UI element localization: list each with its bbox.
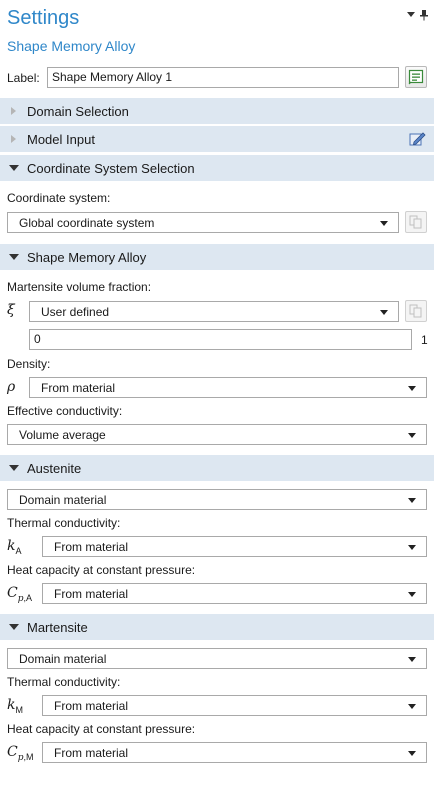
collapse-icon bbox=[0, 465, 27, 471]
martensite-fraction-label: Martensite volume fraction: bbox=[7, 280, 152, 294]
label-input[interactable]: Shape Memory Alloy 1 bbox=[47, 67, 399, 88]
k-m-symbol: kM bbox=[7, 697, 23, 715]
section-domain-selection[interactable]: Domain Selection bbox=[0, 98, 434, 124]
section-shape-memory-alloy[interactable]: Shape Memory Alloy bbox=[0, 244, 434, 270]
chevron-down-icon bbox=[380, 221, 388, 226]
select-value: Domain material bbox=[19, 652, 107, 666]
k-a-symbol: kA bbox=[7, 538, 22, 556]
chevron-down-icon bbox=[408, 545, 416, 550]
effective-conductivity-label: Effective conductivity: bbox=[7, 404, 123, 418]
coordinate-system-label: Coordinate system: bbox=[7, 191, 111, 205]
cp-m-symbol: Cp,M bbox=[7, 744, 34, 763]
select-value: From material bbox=[54, 587, 129, 601]
austenite-thermal-conductivity-label: Thermal conductivity: bbox=[7, 516, 121, 530]
martensite-cp-select[interactable]: From material bbox=[42, 742, 427, 763]
chevron-down-icon bbox=[408, 592, 416, 597]
section-title: Domain Selection bbox=[27, 103, 129, 119]
collapse-icon bbox=[0, 624, 27, 630]
rho-symbol: ρ bbox=[7, 379, 16, 395]
martensite-fraction-select[interactable]: User defined bbox=[29, 301, 399, 322]
label-caption: Label: bbox=[7, 71, 40, 85]
chevron-down-icon bbox=[408, 498, 416, 503]
density-label: Density: bbox=[7, 357, 51, 371]
martensite-k-select[interactable]: From material bbox=[42, 695, 427, 716]
xi-symbol: ξ bbox=[7, 302, 15, 318]
unit-label: 1 bbox=[421, 333, 428, 347]
fraction-pick-icon[interactable] bbox=[405, 300, 427, 322]
label-edit-icon[interactable] bbox=[405, 66, 427, 88]
expand-icon bbox=[0, 135, 27, 143]
select-value: From material bbox=[54, 699, 129, 713]
section-title: Shape Memory Alloy bbox=[27, 249, 147, 265]
section-model-input[interactable]: Model Input bbox=[0, 126, 434, 152]
panel-subtitle: Shape Memory Alloy bbox=[7, 38, 136, 54]
martensite-heat-capacity-label: Heat capacity at constant pressure: bbox=[7, 722, 196, 736]
chevron-down-icon bbox=[408, 704, 416, 709]
chevron-down-icon bbox=[408, 386, 416, 391]
select-value: From material bbox=[41, 381, 116, 395]
section-coordinate-system[interactable]: Coordinate System Selection bbox=[0, 155, 434, 181]
section-title: Martensite bbox=[27, 619, 88, 635]
martensite-domain-select[interactable]: Domain material bbox=[7, 648, 427, 669]
martensite-fraction-input[interactable]: 0 bbox=[29, 329, 412, 350]
chevron-down-icon bbox=[408, 751, 416, 756]
model-input-edit-icon[interactable] bbox=[409, 131, 426, 150]
section-austenite[interactable]: Austenite bbox=[0, 455, 434, 481]
density-select[interactable]: From material bbox=[29, 377, 427, 398]
chevron-down-icon bbox=[408, 657, 416, 662]
panel-title: Settings bbox=[7, 7, 80, 29]
coordinate-system-select[interactable]: Global coordinate system bbox=[7, 212, 399, 233]
select-value: From material bbox=[54, 540, 129, 554]
section-martensite[interactable]: Martensite bbox=[0, 614, 434, 640]
select-value: Global coordinate system bbox=[19, 216, 155, 230]
select-value: User defined bbox=[41, 305, 110, 319]
select-value: From material bbox=[54, 746, 129, 760]
select-value: Domain material bbox=[19, 493, 107, 507]
collapse-icon bbox=[0, 165, 27, 171]
chevron-down-icon bbox=[380, 310, 388, 315]
austenite-cp-select[interactable]: From material bbox=[42, 583, 427, 604]
effective-conductivity-select[interactable]: Volume average bbox=[7, 424, 427, 445]
pin-icon[interactable] bbox=[420, 10, 428, 24]
austenite-heat-capacity-label: Heat capacity at constant pressure: bbox=[7, 563, 196, 577]
martensite-thermal-conductivity-label: Thermal conductivity: bbox=[7, 675, 121, 689]
austenite-k-select[interactable]: From material bbox=[42, 536, 427, 557]
coordinate-pick-icon[interactable] bbox=[405, 211, 427, 233]
section-title: Coordinate System Selection bbox=[27, 160, 195, 176]
austenite-domain-select[interactable]: Domain material bbox=[7, 489, 427, 510]
chevron-down-icon bbox=[408, 433, 416, 438]
collapse-icon bbox=[0, 254, 27, 260]
expand-icon bbox=[0, 107, 27, 115]
select-value: Volume average bbox=[19, 428, 106, 442]
section-title: Model Input bbox=[27, 131, 95, 147]
chevron-down-icon[interactable] bbox=[407, 10, 415, 21]
section-title: Austenite bbox=[27, 460, 82, 476]
cp-a-symbol: Cp,A bbox=[7, 585, 32, 604]
